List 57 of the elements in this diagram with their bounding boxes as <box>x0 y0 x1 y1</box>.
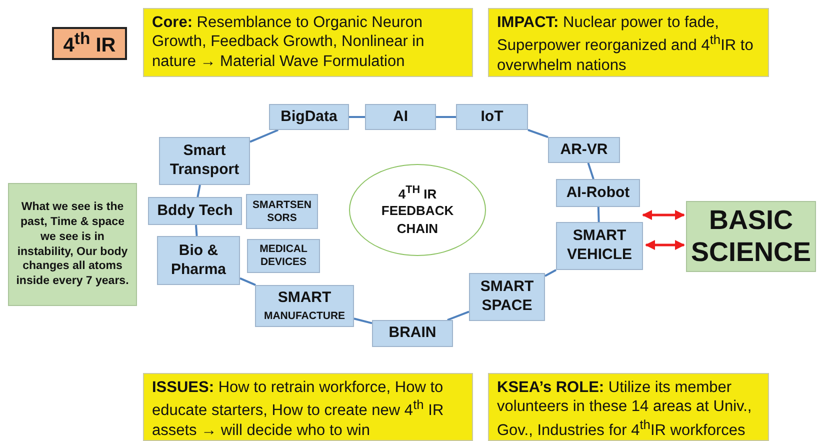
connector-line <box>349 116 365 118</box>
node-label: MANUFACTURE <box>264 310 346 323</box>
process-box <box>148 197 242 225</box>
node-label: IoT <box>480 108 504 126</box>
connector-line <box>250 129 279 143</box>
node-label: 4$^{th}$ IR <box>63 29 116 58</box>
process-box <box>247 239 320 273</box>
process-box <box>255 285 354 327</box>
node-label: AR-VR <box>560 140 608 160</box>
process-box <box>372 320 453 347</box>
note-box <box>143 373 473 441</box>
process-box <box>556 222 643 270</box>
process-box <box>157 236 240 285</box>
process-box <box>159 137 250 185</box>
note-text: ISSUES: How to retrain workforce, How to educate starters, How to create new 4$^{th}$ IR assets → will decide who to win <box>152 378 445 440</box>
node-label: SMART SPACE <box>479 278 535 316</box>
note-box <box>488 8 769 77</box>
process-box <box>365 104 436 130</box>
connector-line <box>597 206 600 222</box>
node-label: 4$^{TH}$ IR FEEDBACK CHAIN <box>380 182 455 238</box>
process-box <box>246 194 318 229</box>
connector-line <box>196 184 201 198</box>
node-label: Bio & Pharma <box>170 242 228 280</box>
process-box <box>548 137 620 163</box>
node-label: BASIC SCIENCE <box>691 205 812 268</box>
note-text: IMPACT: Nuclear power to fade, Superpower reorganized and 4$^{th}$IR to overwhelm nations <box>497 13 754 76</box>
connector-line <box>447 310 470 321</box>
node-label: Bddy Tech <box>157 202 233 220</box>
node-label: AI-Robot <box>566 184 630 202</box>
connector-line <box>544 269 556 277</box>
double-arrow <box>645 240 685 250</box>
connector-line <box>528 128 548 138</box>
node-label: MEDICAL DEVICES <box>258 243 308 269</box>
node-label: SMARTSEN SORS <box>252 198 312 224</box>
note-box <box>8 183 137 306</box>
note-box <box>143 8 473 77</box>
note-text: KSEA’s ROLE: Utilize its member volunteers in these 14 areas at Univ., Gov., Industries for 4$^{th}$IR workforces <box>497 378 753 440</box>
connector-line <box>195 224 198 236</box>
connector-line <box>240 277 256 286</box>
process-box <box>556 179 640 207</box>
node-label: BRAIN <box>388 324 436 343</box>
process-box <box>269 104 349 130</box>
process-box <box>456 104 528 130</box>
note-box <box>488 373 769 441</box>
node-label: SMART <box>278 289 332 308</box>
title-box <box>52 27 127 60</box>
node-label: Smart Transport <box>168 142 240 180</box>
connector-line <box>587 162 594 180</box>
node-label: SMART VEHICLE <box>566 227 633 265</box>
note-text: Core: Resemblance to Organic Neuron Growth, Feedback Growth, Nonlinear in nature → Material Wave Formulation <box>152 13 426 72</box>
connector-line <box>354 318 372 324</box>
process-box <box>469 273 545 321</box>
node-label: BigData <box>280 108 338 126</box>
connector-line <box>436 116 456 118</box>
double-arrow <box>642 210 685 220</box>
node-label: AI <box>393 108 408 126</box>
note-text: What we see is the past, Time & space we see is in instability, Our body changes all atoms inside every 7 years. <box>15 200 130 290</box>
